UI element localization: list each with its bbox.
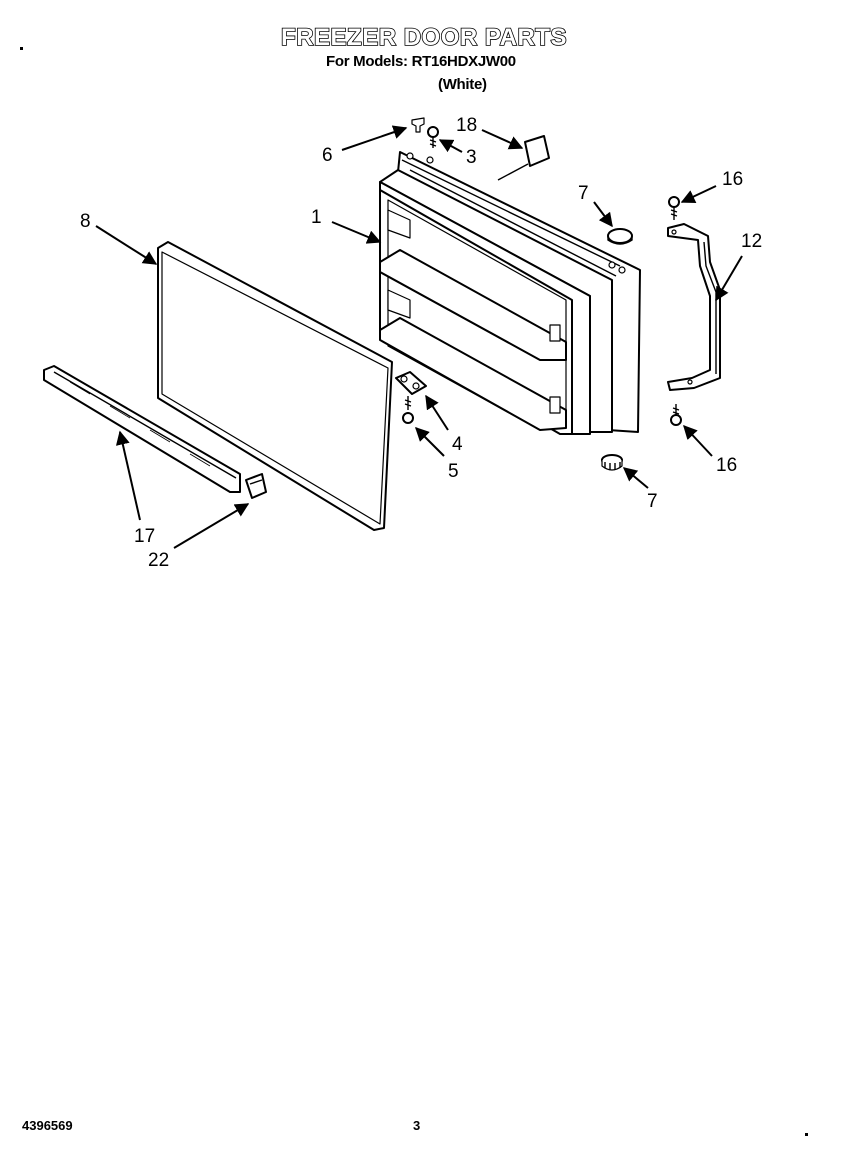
callout-8: 8 bbox=[80, 211, 91, 232]
callout-12: 12 bbox=[741, 231, 762, 252]
door-trim-strip-part bbox=[43, 365, 241, 493]
handle-screw-top-part bbox=[668, 196, 680, 220]
callout-16-bottom: 16 bbox=[716, 455, 737, 476]
callout-labels: 6 3 18 7 16 1 8 12 4 5 7 16 17 22 bbox=[80, 115, 762, 571]
hinge-plate-part bbox=[395, 371, 427, 395]
door-handle-part bbox=[667, 223, 721, 391]
callout-5: 5 bbox=[448, 461, 459, 482]
models-line: For Models: RT16HDXJW00 bbox=[326, 53, 516, 70]
scan-speck bbox=[20, 47, 23, 50]
hinge-bottom-screw-part bbox=[402, 396, 414, 424]
callout-4: 4 bbox=[452, 434, 463, 455]
door-gasket-part bbox=[157, 241, 393, 531]
callout-16-top: 16 bbox=[722, 169, 743, 190]
callout-7-top: 7 bbox=[578, 183, 589, 204]
callout-3: 3 bbox=[466, 147, 477, 168]
handle-screw-bottom-part bbox=[670, 404, 682, 426]
callout-1: 1 bbox=[311, 207, 322, 228]
callout-7-bottom: 7 bbox=[647, 491, 658, 512]
leader-lines bbox=[95, 125, 743, 549]
page-title: FREEZER DOOR PARTS bbox=[280, 23, 567, 52]
scan-speck bbox=[805, 1133, 808, 1136]
door-liner-part bbox=[379, 151, 641, 435]
callout-18: 18 bbox=[456, 115, 477, 136]
label-part bbox=[524, 135, 550, 167]
callout-6: 6 bbox=[322, 145, 333, 166]
callout-17: 17 bbox=[134, 526, 155, 547]
color-line: (White) bbox=[438, 76, 487, 93]
door-plug-part bbox=[411, 117, 425, 133]
hole-plug-top-part bbox=[607, 228, 633, 245]
bushing-bottom-part bbox=[601, 454, 623, 471]
hinge-screw-part bbox=[427, 126, 439, 148]
page-number: 3 bbox=[413, 1118, 421, 1133]
document-number: 4396569 bbox=[22, 1118, 73, 1133]
callout-22: 22 bbox=[148, 550, 169, 571]
trim-end-cap-part bbox=[245, 473, 267, 499]
